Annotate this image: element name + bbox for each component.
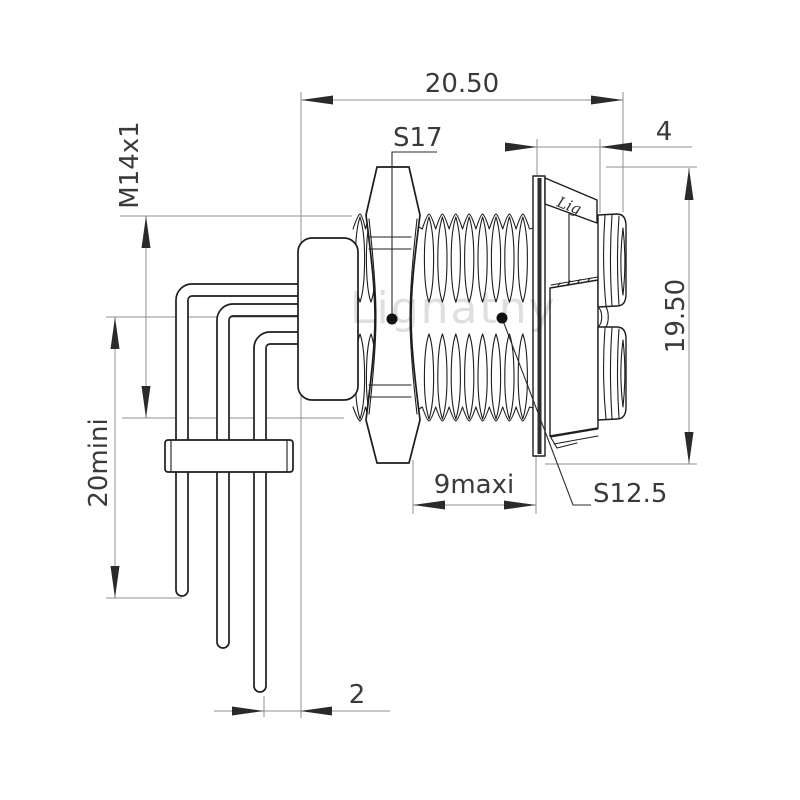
knurl-upper-grooves xyxy=(603,214,626,307)
label-pin-min-length: 20mini xyxy=(84,418,114,507)
barrel-silhouette-bottom xyxy=(418,406,534,422)
arrow-rear-left xyxy=(505,142,537,152)
arrow-thread-top xyxy=(141,216,151,248)
plate-edge-shading xyxy=(537,178,542,454)
block-top-face xyxy=(544,177,598,224)
arrow-2-left xyxy=(232,706,264,716)
pin-spacer-bar xyxy=(164,439,294,473)
pin-2 xyxy=(216,303,299,649)
hex-flat-edge-left xyxy=(368,218,377,415)
arrow-pin-bottom xyxy=(110,566,120,598)
block-lower-band xyxy=(549,428,599,449)
arrow-rear-right xyxy=(600,142,632,152)
arrow-thread-bottom xyxy=(141,386,151,418)
knurl-waist xyxy=(597,306,609,328)
hex-flat-edge-right xyxy=(409,218,418,415)
label-body-diameter: 19.50 xyxy=(661,279,691,353)
knurled-nut xyxy=(597,213,627,421)
leader-s17 xyxy=(391,151,437,314)
leader-dot-s17 xyxy=(386,313,398,325)
threaded-barrel xyxy=(418,213,534,422)
right-angle-pins xyxy=(175,283,299,693)
panel-plate xyxy=(532,175,546,457)
label-thread-spec: M14x1 xyxy=(115,121,145,208)
label-thread-length: 9maxi xyxy=(434,470,514,500)
knurl-lower-grooves xyxy=(603,327,626,420)
knurl-lower-lobe xyxy=(597,326,627,421)
arrow-dia-bottom xyxy=(684,432,694,464)
leader-dot-s12-5 xyxy=(496,312,508,324)
hex-chamfer-band-top xyxy=(368,236,412,250)
label-pin-offset: 2 xyxy=(349,680,366,710)
arrow-9-right xyxy=(504,500,536,510)
arrow-dia-top xyxy=(684,168,694,200)
pin-3 xyxy=(253,331,299,693)
leader-lines xyxy=(386,151,591,506)
label-rear-section-length: 4 xyxy=(656,117,673,147)
rear-body-block: Lig xyxy=(544,177,599,449)
label-rear-hex-size: S12.5 xyxy=(593,479,667,509)
connector-body xyxy=(297,237,359,401)
dimension-lines xyxy=(106,92,697,718)
label-overall-length: 20.50 xyxy=(425,69,499,99)
arrow-pin-top xyxy=(110,317,120,349)
watermark-text: Lignatny xyxy=(350,283,557,334)
arrow-9-left xyxy=(413,500,445,510)
spacer-bar-body xyxy=(164,439,294,473)
arrow-overall-left xyxy=(301,95,333,105)
barrel-silhouette-top xyxy=(418,213,534,230)
block-front-face xyxy=(549,279,599,437)
leader-s12-5 xyxy=(501,317,591,506)
arrow-2-right xyxy=(300,706,332,716)
dimension-labels: 20.50 4 S17 S12.5 9maxi 2 19.50 M14x1 20… xyxy=(84,69,691,710)
hex-chamfer-band-bottom xyxy=(368,384,412,398)
knurl-upper-lobe xyxy=(597,213,627,308)
pin-1 xyxy=(175,283,299,597)
arrow-overall-right xyxy=(591,95,623,105)
label-front-hex-size: S17 xyxy=(393,123,443,153)
